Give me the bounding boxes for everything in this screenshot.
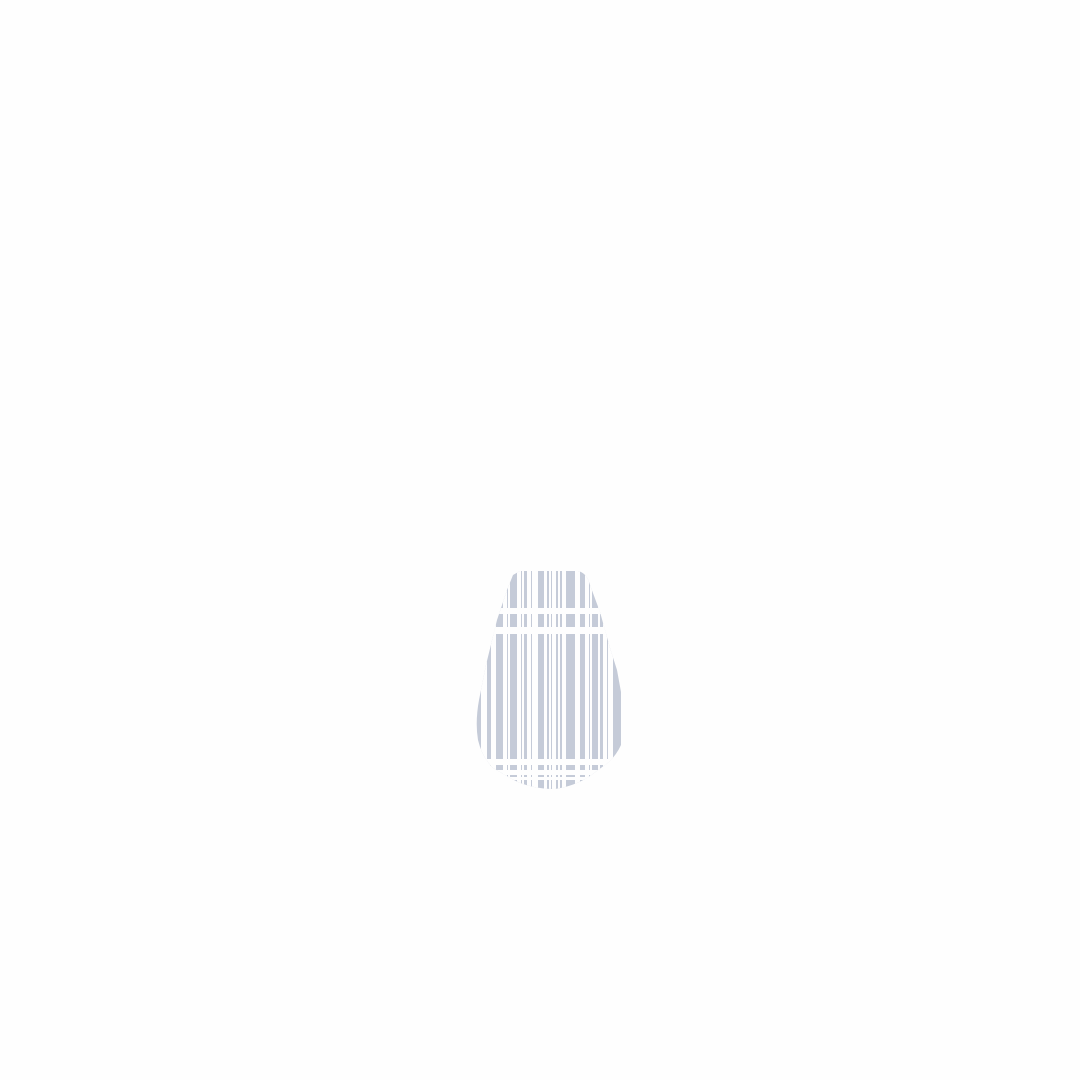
barcode-gap-10 bbox=[549, 571, 551, 789]
barcode-gap-6 bbox=[527, 571, 531, 789]
barcode-gap-14 bbox=[575, 571, 580, 789]
barcode-gap-19 bbox=[608, 571, 613, 789]
horizontal-gaps bbox=[476, 608, 621, 780]
horizontal-gap-4 bbox=[476, 777, 621, 780]
barcode-gap-2 bbox=[503, 571, 507, 789]
horizontal-gap-3 bbox=[476, 770, 621, 775]
barcode-gap-5 bbox=[522, 571, 524, 789]
barcode-gap-13 bbox=[562, 571, 566, 789]
barcode-gaps bbox=[481, 571, 613, 789]
barcode-gap-3 bbox=[508, 571, 510, 789]
barcode-gap-8 bbox=[535, 571, 538, 789]
horizontal-gap-1 bbox=[476, 627, 621, 634]
barcode-gap-1 bbox=[491, 571, 496, 789]
barcode-blob-shape bbox=[476, 571, 621, 789]
horizontal-gap-2 bbox=[476, 759, 621, 765]
barcode-gap-15 bbox=[585, 571, 589, 789]
barcode-gap-7 bbox=[532, 571, 535, 789]
barcode-gap-4 bbox=[517, 571, 521, 789]
barcode-gap-12 bbox=[558, 571, 560, 789]
barcode-gap-0 bbox=[481, 571, 487, 789]
horizontal-gap-0 bbox=[476, 608, 621, 614]
barcode-gap-11 bbox=[552, 571, 556, 789]
barcode-gap-17 bbox=[598, 571, 600, 789]
barcode-gap-18 bbox=[603, 571, 607, 789]
barcode-gap-16 bbox=[590, 571, 592, 789]
barcode-gap-9 bbox=[544, 571, 547, 789]
